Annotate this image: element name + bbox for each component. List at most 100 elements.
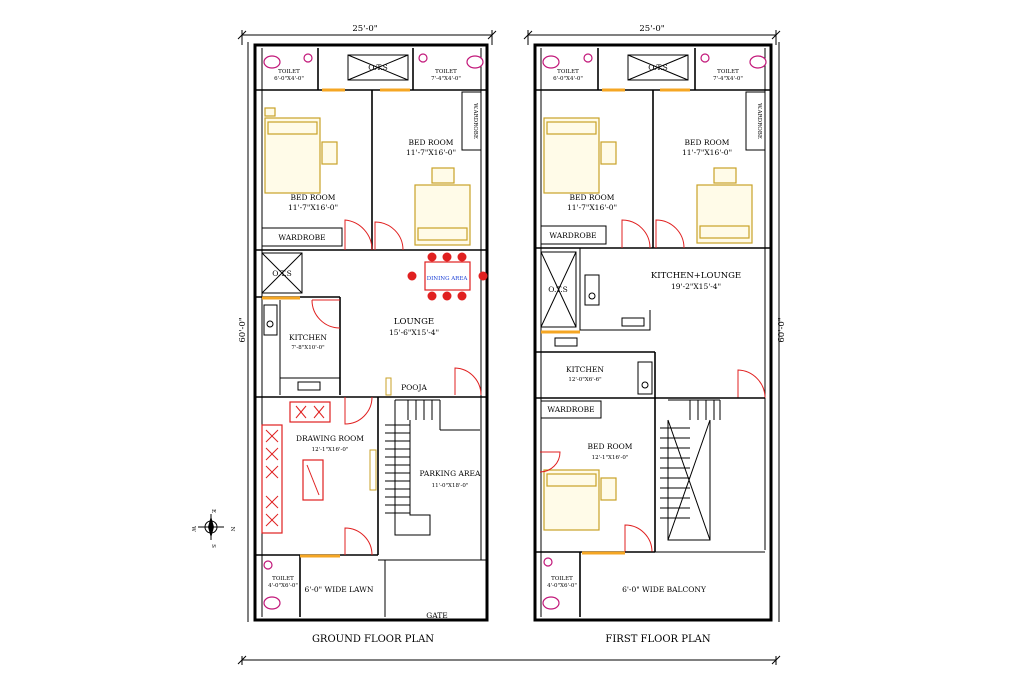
gf-toilet-2: TOILET 7'-4"X4'-0": [418, 53, 484, 82]
ff-kitchen-lounge-name: KITCHEN+LOUNGE: [651, 271, 741, 281]
gf-staircase: [385, 399, 480, 536]
ground-floor-plan: 25'-0" 60'-0" O.T.S TOILET 6'-0"X4'-0" T…: [237, 24, 497, 645]
gf-toilet-3: TOILET 4'-0"X6'-0": [263, 560, 298, 610]
ff-depth-label: 60'-0": [777, 317, 787, 342]
gf-lounge-size: 15'-6"X15'-4": [389, 328, 439, 337]
ff-kitchen-size: 12'-0"X6'-6": [568, 377, 601, 383]
ff-kitchen-sink: [637, 361, 653, 395]
gf-wardrobe-2: [461, 91, 482, 151]
gf-drawing-room-size: 12'-1"X16'-0": [312, 447, 349, 453]
ff-kitchen-name: KITCHEN: [566, 365, 604, 374]
ff-door-bed-2: [655, 219, 685, 249]
gf-dining-table: DINING AREA: [407, 252, 488, 301]
ff-wardrobe-2: [745, 91, 766, 151]
ff-bed-room-2-name: BED ROOM: [684, 138, 729, 147]
svg-text:W.ARDROBE: W.ARDROBE: [756, 103, 762, 139]
ff-door-bed-1: [621, 219, 651, 249]
gf-bed-room-2-name: BED ROOM: [408, 138, 453, 147]
svg-text:4'-0"X6'-0": 4'-0"X6'-0": [547, 583, 577, 589]
first-floor-plan: 25'-0" 60'-0" O.T.S TOILET 6'-0"X4'-0" T…: [523, 24, 787, 645]
ff-staircase: [660, 399, 721, 541]
svg-text:W.ARDROBE: W.ARDROBE: [472, 103, 478, 139]
gf-kitchen-hob: [297, 381, 321, 391]
gf-door-lounge: [454, 367, 482, 396]
gf-wardrobe-1: [261, 227, 343, 247]
gf-title: GROUND FLOOR PLAN: [312, 634, 434, 645]
svg-text:7'-4"X4'-0": 7'-4"X4'-0": [431, 76, 461, 82]
ff-width-label: 25'-0": [639, 24, 664, 34]
svg-text:6'-0"X4'-0": 6'-0"X4'-0": [553, 76, 583, 82]
svg-text:WARDROBE: WARDROBE: [547, 405, 594, 414]
ff-lounge-sink: [584, 274, 600, 306]
gf-side-dimension: 60'-0": [238, 42, 249, 622]
gf-door-bed-2: [374, 221, 404, 251]
gf-depth-label: 60'-0": [238, 317, 248, 342]
gf-bed-room-1-name: BED ROOM: [290, 193, 335, 202]
ff-title: FIRST FLOOR PLAN: [605, 634, 710, 645]
svg-text:TOILET: TOILET: [278, 69, 300, 75]
ff-balcony-label: 6'-0" WIDE BALCONY: [622, 585, 707, 594]
ff-ots-top-label: O.T.S: [648, 63, 668, 72]
ff-top-dimension: 25'-0": [523, 24, 781, 45]
ff-toilet-2: TOILET 7'-4"X4'-0": [700, 53, 767, 82]
svg-text:O.T.S: O.T.S: [272, 269, 292, 278]
gf-kitchen-name: KITCHEN: [289, 333, 327, 342]
gf-bed-room-1-size: 11'-7"X16'-0": [288, 203, 338, 212]
ff-side-dimension: 60'-0": [777, 42, 787, 622]
ff-wardrobe-1: [540, 225, 607, 245]
gf-bed-2: [414, 167, 471, 246]
ff-kitchen-lounge-size: 19'-2"X15'-4": [671, 282, 721, 291]
svg-text:TOILET: TOILET: [551, 576, 573, 582]
gf-parking-size: 11'-0"X18'-0": [432, 483, 469, 489]
gf-kitchen-sink: [263, 304, 278, 336]
svg-text:TOILET: TOILET: [557, 69, 579, 75]
gf-top-dimension: 25'-0": [237, 24, 497, 45]
gf-dining-label: DINING AREA: [427, 276, 469, 282]
ff-bed-3: [543, 469, 617, 531]
svg-text:7'-4"X4'-0": 7'-4"X4'-0": [713, 76, 743, 82]
svg-text:6'-0"X4'-0": 6'-0"X4'-0": [274, 76, 304, 82]
ff-toilet-3: TOILET 4'-0"X6'-0": [542, 557, 577, 610]
gf-lawn-label: 6'-0" WIDE LAWN: [305, 585, 374, 594]
gf-lounge-name: LOUNGE: [394, 317, 434, 327]
gf-bed-1: [264, 107, 338, 194]
gf-toilet-1: TOILET 6'-0"X4'-0": [263, 53, 313, 82]
gf-bed-room-2-size: 11'-7"X16'-0": [406, 148, 456, 157]
gf-width-label: 25'-0": [352, 24, 377, 34]
svg-text:4'-0"X6'-0": 4'-0"X6'-0": [268, 583, 298, 589]
svg-text:E: E: [210, 509, 216, 513]
svg-text:WARDROBE: WARDROBE: [278, 233, 325, 242]
ff-wardrobe-3: [540, 400, 602, 419]
svg-text:W: W: [190, 526, 196, 532]
bottom-dimension-line: [237, 655, 781, 665]
ff-toilet-1: TOILET 6'-0"X4'-0": [542, 53, 593, 82]
gf-kitchen-size: 7'-8"X10'-0": [291, 345, 324, 351]
svg-text:WARDROBE: WARDROBE: [549, 231, 596, 240]
gf-outer-wall: [253, 43, 489, 622]
ff-outer-wall: [533, 43, 773, 622]
gf-ots-mid: [261, 252, 303, 294]
ff-ots-top: [627, 54, 689, 81]
svg-text:N: N: [229, 527, 235, 532]
ff-bed-2: [696, 167, 753, 244]
ff-bed-1: [543, 117, 617, 194]
svg-text:O.T.S: O.T.S: [548, 285, 568, 294]
gf-drawing-room-name: DRAWING ROOM: [296, 434, 364, 443]
gf-gate-label: GATE: [426, 611, 447, 620]
ff-bed-room-1-name: BED ROOM: [569, 193, 614, 202]
gf-parking-name: PARKING AREA: [420, 469, 481, 478]
gf-door-drawing: [344, 396, 373, 425]
ff-bed-room-1-size: 11'-7"X16'-0": [567, 203, 617, 212]
gf-pooja-label: POOJA: [401, 383, 427, 392]
gf-ots-top: [347, 54, 409, 81]
svg-text:TOILET: TOILET: [717, 69, 739, 75]
svg-text:TOILET: TOILET: [435, 69, 457, 75]
ff-bed-room-3-name: BED ROOM: [587, 442, 632, 451]
ff-bed-room-2-size: 11'-7"X16'-0": [682, 148, 732, 157]
svg-text:TOILET: TOILET: [272, 576, 294, 582]
ff-ots-mid: [540, 251, 577, 328]
north-compass: N S E W: [190, 509, 235, 548]
gf-sofa-set: [261, 401, 331, 534]
